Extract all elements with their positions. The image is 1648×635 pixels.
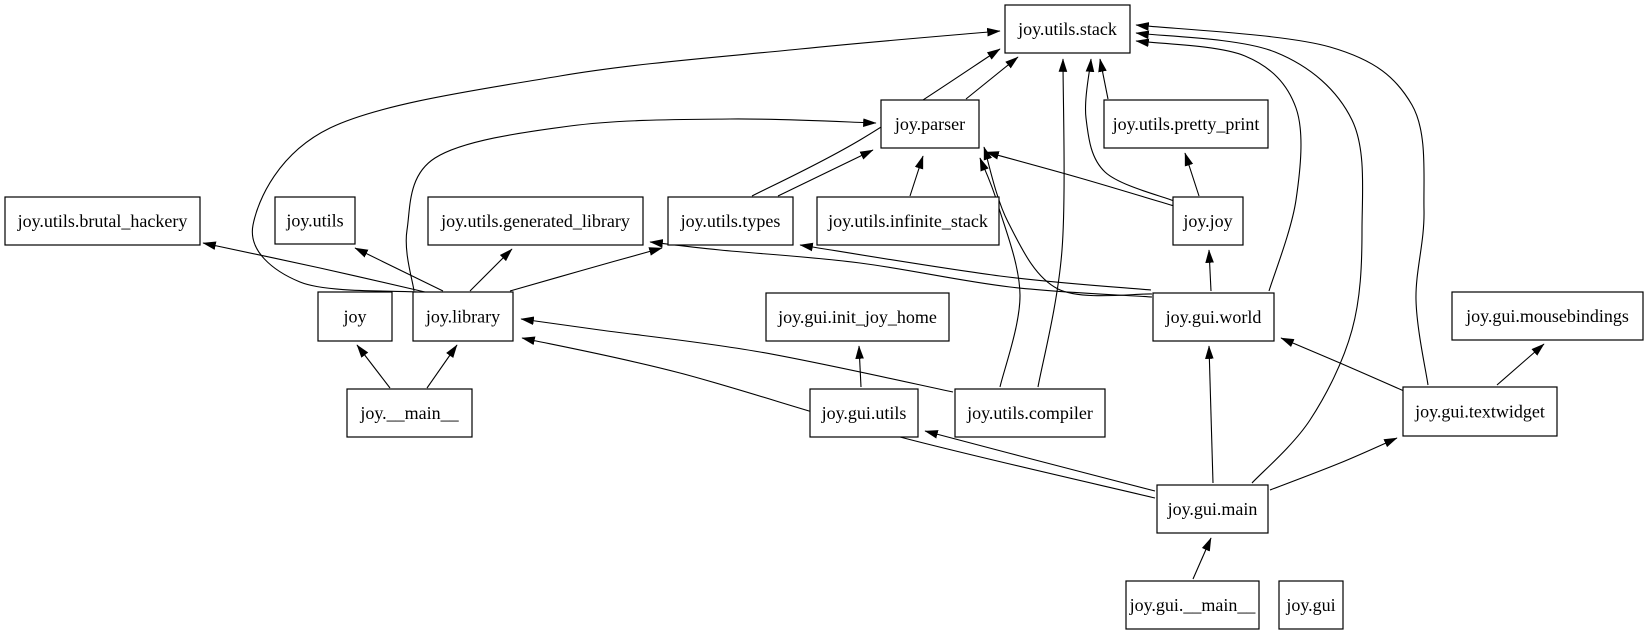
node-label-joy-gui-init-joy-home: joy.gui.init_joy_home (777, 307, 937, 327)
edge-joy-library-to-joy-parser (405, 118, 877, 292)
node-label-joy-gui-world: joy.gui.world (1165, 307, 1262, 327)
node-joy-utils-pretty-print: joy.utils.pretty_print (1103, 99, 1269, 149)
node-joy-utils-compiler: joy.utils.compiler (954, 388, 1106, 438)
node-box-joy-utils-pretty-print (1103, 99, 1269, 149)
node-label-joy-gui-textwidget: joy.gui.textwidget (1414, 402, 1545, 422)
edge-joy-library-to-joy-utils (354, 247, 444, 292)
node-label-joy-parser: joy.parser (894, 114, 965, 134)
node-joy-parser: joy.parser (880, 99, 980, 149)
node-box-joy-gui-world (1152, 292, 1275, 342)
edge-joy-gui-world-to-joy-utils-generated-library (649, 239, 1153, 298)
node-label-joy-utils-stack: joy.utils.stack (1017, 19, 1117, 39)
node-box-joy-utils-stack (1004, 4, 1131, 54)
node-label-joy-gui-main: joy.gui.main (1167, 499, 1258, 519)
node-box-joy-parser (880, 99, 980, 149)
edge-joy-utils-compiler-to-joy-utils-stack (1037, 58, 1068, 388)
edge-joy-library-to-joy-utils-brutal-hackery (202, 241, 426, 293)
edge-joy-main-to-joy (356, 344, 391, 389)
node-joy-gui-main: joy.gui.main (1156, 484, 1269, 534)
node-joy-gui-main: joy.gui.__main__ (1125, 580, 1260, 630)
node-box-joy-gui-utils (809, 388, 919, 438)
node-box-joy-gui-main (1156, 484, 1269, 534)
edge-joy-utils-compiler-to-joy-parser (979, 157, 1021, 388)
node-box-joy-utils-brutal-hackery (4, 196, 201, 246)
node-joy-joy: joy.joy (1172, 196, 1244, 246)
node-joy-gui: joy.gui (1278, 580, 1344, 630)
node-joy-utils: joy.utils (274, 196, 356, 245)
node-joy: joy (317, 291, 393, 342)
edge-joy-joy-to-joy-parser (985, 151, 1175, 207)
node-box-joy-utils-generated-library (427, 196, 644, 246)
node-box-joy-library (412, 291, 514, 342)
edge-joy-utils-compiler-to-joy-library (520, 316, 954, 393)
nodes-layer: joy.utils.stack joy.parser joy.utils.prett… (4, 4, 1644, 630)
edge-joy-utils-pretty-print-to-joy-utils-stack (1098, 58, 1109, 100)
edge-joy-gui-main-to-joy-utils-stack (1135, 30, 1364, 484)
node-joy-utils-infinite-stack: joy.utils.infinite_stack (816, 196, 1000, 246)
edge-joy-gui-main-to-joy-gui-main (1192, 537, 1212, 580)
node-box-joy-utils-compiler (954, 388, 1106, 438)
node-label-joy-gui: joy.gui (1285, 595, 1335, 615)
edge-joy-main-to-joy-library (426, 344, 458, 389)
node-box-joy-utils (274, 196, 356, 245)
edge-joy-gui-main-to-joy-gui-utils (924, 430, 1156, 492)
edge-joy-gui-world-to-joy-joy (1205, 249, 1214, 292)
node-box-joy-gui-main (1125, 580, 1260, 630)
node-label-joy-gui-utils: joy.gui.utils (821, 403, 907, 423)
node-label-joy-utils-compiler: joy.utils.compiler (966, 403, 1093, 423)
node-label-joy-utils-infinite-stack: joy.utils.infinite_stack (827, 211, 988, 231)
node-joy-utils-stack: joy.utils.stack (1004, 4, 1131, 54)
edge-joy-library-to-joy-utils-generated-library (469, 248, 513, 292)
node-joy-library: joy.library (412, 291, 514, 342)
node-box-joy-main (346, 388, 473, 438)
edge-joy-gui-world-to-joy-utils-types (799, 242, 1152, 291)
node-label-joy: joy (342, 307, 366, 327)
edge-joy-joy-to-joy-utils-pretty-print (1184, 152, 1200, 197)
node-joy-utils-brutal-hackery: joy.utils.brutal_hackery (4, 196, 201, 246)
edge-joy-gui-textwidget-to-joy-utils-stack (1135, 22, 1429, 386)
node-label-joy-utils-pretty-print: joy.utils.pretty_print (1112, 114, 1260, 134)
node-label-joy-gui-mousebindings: joy.gui.mousebindings (1465, 306, 1629, 326)
node-joy-gui-init-joy-home: joy.gui.init_joy_home (765, 292, 950, 342)
node-label-joy-utils-types: joy.utils.types (680, 211, 781, 231)
edge-joy-parser-to-joy-utils-stack (965, 56, 1019, 100)
node-box-joy-joy (1172, 196, 1244, 246)
node-joy-utils-generated-library: joy.utils.generated_library (427, 196, 644, 246)
node-joy-main: joy.__main__ (346, 388, 473, 438)
edge-joy-gui-main-to-joy-gui-world (1205, 345, 1214, 484)
edge-joy-gui-textwidget-to-joy-gui-world (1280, 337, 1405, 392)
node-joy-gui-utils: joy.gui.utils (809, 388, 919, 438)
node-joy-gui-textwidget: joy.gui.textwidget (1402, 386, 1558, 437)
node-label-joy-joy: joy.joy (1182, 211, 1232, 231)
node-label-joy-library: joy.library (425, 307, 500, 327)
edge-joy-library-to-joy-utils-types (509, 247, 663, 292)
edge-joy-utils-infinite-stack-to-joy-parser (909, 155, 924, 197)
edge-joy-gui-world-to-joy-utils-stack (1135, 38, 1302, 292)
node-label-joy-utils-generated-library: joy.utils.generated_library (440, 211, 630, 231)
edge-joy-utils-types-to-joy-utils-stack (751, 48, 1001, 197)
edge-joy-utils-types-to-joy-parser (777, 149, 874, 197)
node-label-joy-gui-main: joy.gui.__main__ (1129, 595, 1257, 615)
node-box-joy-gui-init-joy-home (765, 292, 950, 342)
node-box-joy-utils-infinite-stack (816, 196, 1000, 246)
node-label-joy-utils-brutal-hackery: joy.utils.brutal_hackery (17, 211, 188, 231)
edge-joy-library-to-joy-utils-stack (251, 27, 1001, 293)
node-joy-utils-types: joy.utils.types (667, 196, 794, 246)
node-box-joy-gui (1278, 580, 1344, 630)
node-box-joy (317, 291, 393, 342)
node-box-joy-gui-textwidget (1402, 386, 1558, 437)
edge-joy-gui-world-to-joy-parser (983, 146, 1153, 297)
edge-joy-joy-to-joy-utils-stack (1084, 58, 1175, 202)
node-joy-gui-mousebindings: joy.gui.mousebindings (1451, 291, 1644, 341)
node-joy-gui-world: joy.gui.world (1152, 292, 1275, 342)
edges-layer (202, 22, 1545, 580)
edge-joy-gui-main-to-joy-gui-textwidget (1269, 437, 1398, 491)
node-label-joy-main: joy.__main__ (359, 403, 459, 423)
node-box-joy-utils-types (667, 196, 794, 246)
node-box-joy-gui-mousebindings (1451, 291, 1644, 341)
node-label-joy-utils: joy.utils (285, 211, 343, 231)
edge-joy-gui-textwidget-to-joy-gui-mousebindings (1496, 343, 1545, 386)
edge-joy-gui-utils-to-joy-gui-init-joy-home (855, 345, 864, 388)
